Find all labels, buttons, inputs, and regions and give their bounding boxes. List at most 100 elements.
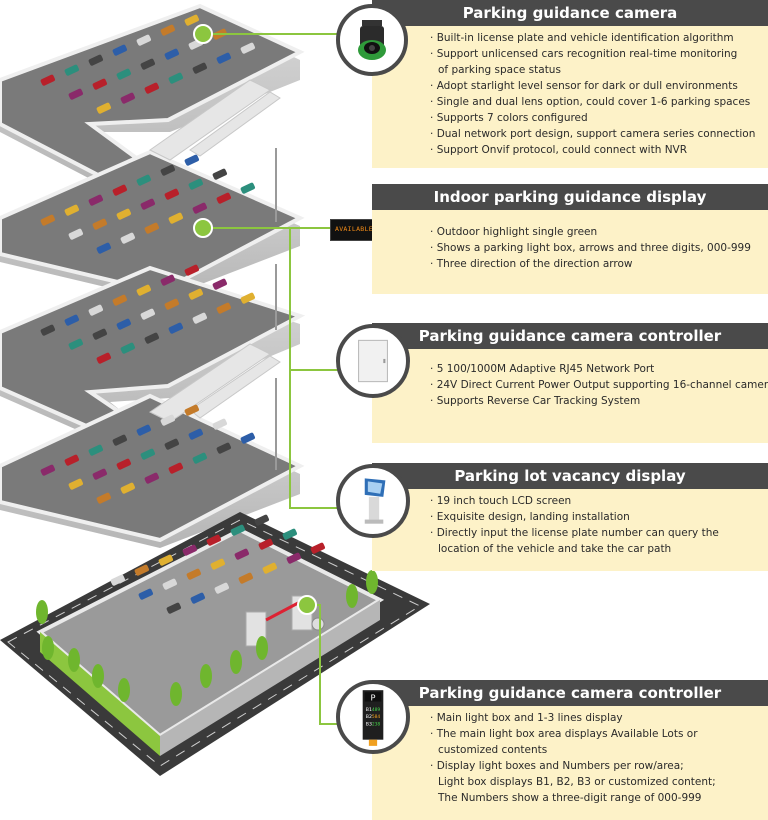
car [166,602,181,614]
car [112,294,127,306]
sign-letter: P [371,693,376,703]
car [120,482,135,494]
car [190,592,205,604]
bullet: · Exquisite design, landing installation [430,511,630,523]
car [88,304,103,316]
car [164,438,179,450]
car [184,404,199,416]
tree [230,650,242,674]
car [136,284,151,296]
bullet: · Adopt starlight level sensor for dark … [430,80,738,92]
sign-value-b2: 584 [372,714,381,720]
panel-parking-camera: Parking guidance camera · Built-in licen… [372,0,768,168]
parking-camera-icon [336,4,408,76]
tree [118,678,130,702]
tree [42,636,54,660]
car [160,24,175,36]
car [116,208,131,220]
car [160,414,175,426]
car [40,214,55,226]
car [192,202,207,214]
car [212,168,227,180]
car [160,164,175,176]
kiosk-icon [336,464,410,538]
guidance-screen-icon: P B1 489 B2 584 B3 238 [336,680,410,754]
car [168,322,183,334]
connector-dots [193,24,317,615]
car [206,534,221,546]
panel-body: · Built-in license plate and vehicle ide… [372,26,768,168]
car [144,222,159,234]
car [120,92,135,104]
car [212,418,227,430]
car [162,578,177,590]
car [64,454,79,466]
tree [346,584,358,608]
sign-value-b1: 489 [372,707,381,713]
bullet: · 19 inch touch LCD screen [430,495,572,507]
car [258,538,273,550]
parking-floor-4 [0,393,305,548]
car [254,514,269,526]
car [230,524,245,536]
panel-title: Parking guidance camera controller [372,680,768,706]
bullet: · Supports 7 colors configured [430,112,588,124]
sign-value-b3: 238 [372,721,381,727]
car [40,324,55,336]
car [64,204,79,216]
panel-camera-controller: Parking guidance camera controller · 5 1… [372,323,768,443]
car [140,58,155,70]
ramps [149,79,281,423]
car [88,54,103,66]
tree [36,600,48,624]
car [188,288,203,300]
car [184,14,199,26]
car [164,48,179,60]
car [192,312,207,324]
car [160,274,175,286]
car [216,52,231,64]
panel-title: Indoor parking guidance display [372,184,768,210]
car [136,34,151,46]
panel-title: Parking lot vacancy display [372,463,768,489]
bullet-continuation: of parking space status [438,64,561,76]
car [92,78,107,90]
sign-row-b1: B1 [366,707,372,713]
bullet: · Support unlicensed cars recognition re… [430,48,738,60]
tree [256,636,268,660]
car [282,528,297,540]
led-available-label: AVAILABLE [335,225,373,233]
car [92,218,107,230]
car [92,468,107,480]
car [144,472,159,484]
panel-title: Parking guidance camera controller [372,323,768,349]
panel-title: Parking guidance camera [372,0,768,26]
bullet: · 24V Direct Current Power Output suppor… [430,379,768,391]
car [40,464,55,476]
car [68,338,83,350]
bullet: · Outdoor highlight single green [430,226,598,238]
bullet: · Supports Reverse Car Tracking System [430,395,641,407]
car [112,434,127,446]
car [68,228,83,240]
bullet: · 5 100/1000M Adaptive RJ45 Network Port [430,363,655,375]
bullet: · Directly input the license plate numbe… [430,527,719,555]
panel-body: · Outdoor highlight single green · Shows… [372,210,768,294]
car [96,352,111,364]
car [64,314,79,326]
car [214,582,229,594]
car [286,552,301,564]
bullet: · Shows a parking light box, arrows and … [430,242,751,254]
bullet-continuation: The Numbers show a three-digit range of … [438,792,702,804]
car [120,232,135,244]
car [184,264,199,276]
car [96,102,111,114]
panel-body: · 5 100/1000M Adaptive RJ45 Network Port… [372,349,768,443]
bullet: · Dual network port design, support came… [430,128,756,140]
tree [92,664,104,688]
tree [68,648,80,672]
tree [200,664,212,688]
car [134,564,149,576]
car [168,72,183,84]
panel-body: · 19 inch touch LCD screen · Exquisite d… [372,489,768,571]
